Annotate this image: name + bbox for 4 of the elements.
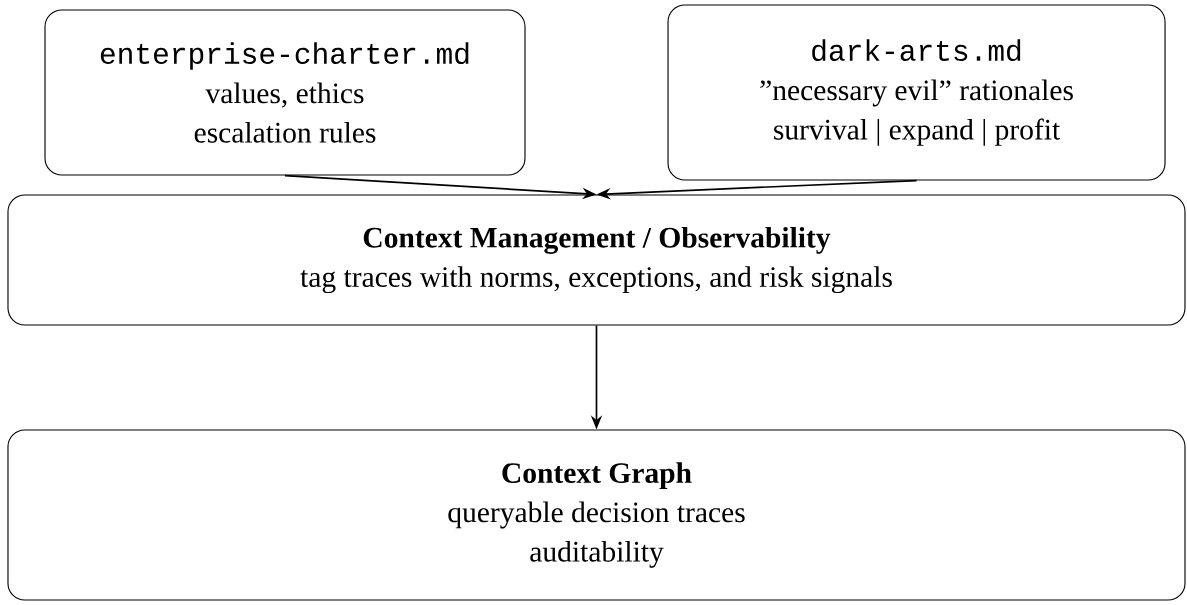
- file-card: enterprise-charter.md values, ethics escalation rules: [44, 9, 526, 176]
- process-box: Context Management / Observability tag traces with norms, exceptions, and risk signals: [7, 194, 1186, 326]
- process-box: Context Graph queryable decision traces auditability: [7, 429, 1186, 601]
- file-card: dark-arts.md ”necessary evil” rationales survival | expand | profit: [667, 4, 1166, 181]
